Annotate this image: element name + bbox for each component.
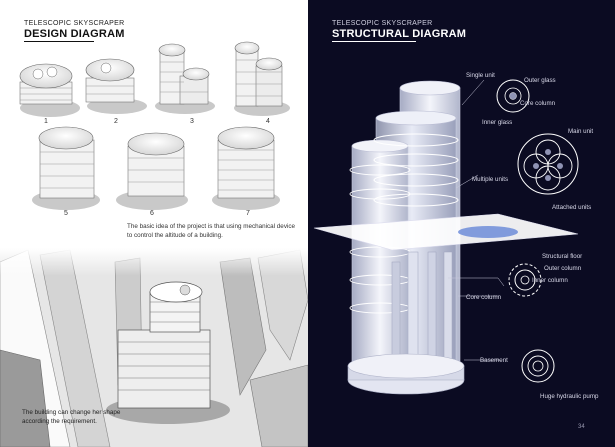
design-diagram-drawings (0, 41, 308, 447)
step-3-number: 3 (190, 118, 194, 125)
step-1-number: 1 (44, 118, 48, 125)
design-diagram-page: TELESCOPIC SKYSCRAPER DESIGN DIAGRAM (0, 20, 308, 447)
tower-model (313, 80, 579, 395)
label-single-unit: Single unit (466, 72, 495, 79)
step-5-number: 5 (64, 210, 68, 217)
structural-diagram-page: TELESCOPIC SKYSCRAPER STRUCTURAL DIAGRAM (308, 0, 615, 447)
step-6-model (116, 132, 188, 210)
label-attached-units: Attached units (552, 204, 592, 211)
step-2-model (85, 58, 147, 114)
city-render (0, 248, 308, 447)
step-4-number: 4 (266, 118, 270, 125)
label-main-unit: Main unit (568, 128, 594, 135)
city-caption: The building can change her shape accord… (22, 409, 121, 425)
label-hydraulic-pump: Huge hydraulic pump (540, 393, 599, 400)
label-inner-column: Inner column (532, 277, 568, 284)
label-inner-glass: Inner glass (482, 119, 513, 126)
step-7-model (212, 126, 280, 210)
label-structural-floor: Structural floor (542, 253, 583, 260)
left-title: DESIGN DIAGRAM (24, 28, 125, 40)
label-core-column: Core column (466, 294, 502, 301)
right-title-underline (332, 41, 416, 42)
step-6-number: 6 (150, 210, 154, 217)
structural-drawing (313, 79, 579, 395)
left-kicker: TELESCOPIC SKYSCRAPER (24, 20, 125, 27)
label-outer-glass: Outer glass (524, 77, 556, 84)
design-caption: The basic idea of the project is that us… (127, 223, 296, 239)
label-core-column-top: Core column (520, 100, 556, 107)
label-multiple-units: Multiple units (472, 176, 509, 183)
step-1-model (19, 63, 80, 117)
single-unit-plan (496, 79, 530, 113)
label-basement: Basement (480, 357, 508, 364)
structural-floor-plan (508, 263, 542, 297)
step-3-model (155, 43, 215, 114)
main-unit-plan (517, 133, 579, 195)
step-5-model (32, 126, 100, 210)
right-kicker: TELESCOPIC SKYSCRAPER (332, 20, 433, 27)
leader-lines (448, 79, 505, 361)
basement-plan (521, 349, 555, 383)
right-title: STRUCTURAL DIAGRAM (332, 28, 467, 40)
left-title-underline (24, 41, 94, 42)
page-number: 34 (578, 424, 585, 430)
step-4-model (234, 41, 290, 116)
step-7-number: 7 (246, 210, 250, 217)
step-2-number: 2 (114, 118, 118, 125)
label-outer-column: Outer column (544, 265, 582, 272)
